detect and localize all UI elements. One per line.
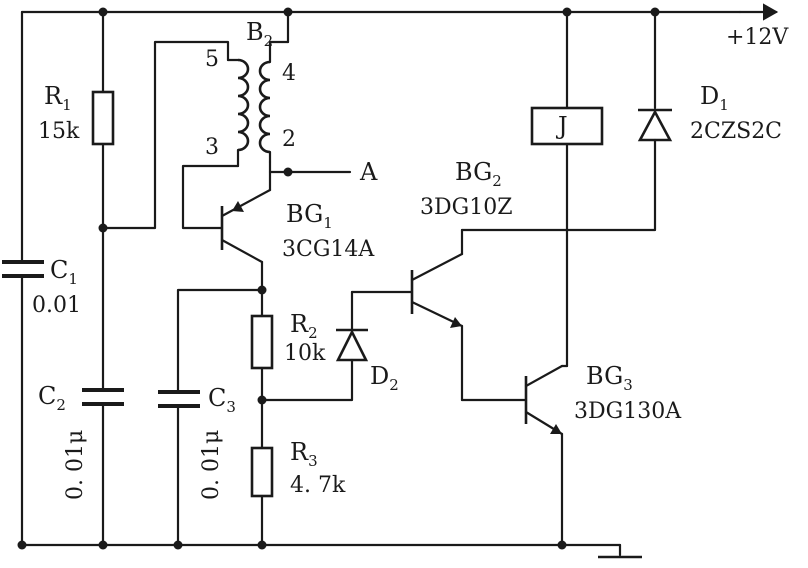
c1-ref: C1	[50, 256, 78, 288]
b2-pin-2: 2	[282, 127, 296, 152]
bg2-ref: BG2	[455, 158, 502, 190]
r2-ref: R2	[290, 310, 318, 342]
wire-d2-anode	[260, 358, 354, 402]
bg2-value: 3DG10Z	[420, 195, 513, 220]
c2-value: 0. 01μ	[63, 430, 88, 500]
capacitor-c2	[82, 226, 124, 547]
d1-value: 2CZS2C	[690, 119, 782, 144]
r2-value: 10k	[284, 341, 326, 366]
d2-ref: D2	[370, 362, 399, 394]
b2-pin-3: 3	[205, 135, 219, 160]
wire-node-a	[268, 160, 352, 174]
r3-value: 4. 7k	[290, 473, 346, 498]
relay-j	[530, 10, 604, 368]
b2-ref: B2	[246, 18, 273, 50]
d1-ref: D1	[700, 82, 729, 114]
junction-dots	[17, 7, 660, 550]
r3-ref: R3	[290, 438, 318, 470]
capacitor-c3	[158, 390, 200, 547]
r1-value: 15k	[38, 119, 80, 144]
wire-c3-top	[176, 288, 264, 394]
ground-symbol-icon	[598, 543, 642, 559]
b2-pin-5: 5	[205, 47, 219, 72]
c1-value: 0.01	[32, 293, 81, 318]
supply-voltage-label: +12V	[726, 25, 789, 50]
b2-pin-4: 4	[282, 61, 296, 86]
c2-ref: C2	[38, 382, 66, 414]
wire-r1-to-pin5	[101, 40, 230, 230]
r1-ref: R1	[44, 82, 72, 114]
bg1-ref: BG1	[286, 200, 333, 232]
diode-d2	[335, 290, 369, 362]
relay-j-label: J	[555, 112, 568, 140]
transistor-bg3	[524, 364, 564, 547]
bg3-value: 3DG130A	[574, 399, 682, 424]
bg3-ref: BG3	[586, 362, 633, 394]
resistor-r1	[91, 10, 115, 230]
capacitor-c1	[2, 10, 44, 547]
wire-bg2-collector	[460, 138, 657, 232]
resistor-r3	[250, 446, 274, 547]
transistor-bg1	[220, 170, 272, 292]
diode-d1	[637, 10, 673, 142]
transformer-b2	[226, 10, 290, 168]
transistor-bg2	[410, 228, 464, 402]
wire-pin3-to-bg1-base	[181, 164, 240, 230]
resistor-r2	[250, 288, 274, 450]
c3-ref: C3	[208, 384, 236, 416]
node-a-label: A	[359, 158, 378, 186]
bg1-value: 3CG14A	[282, 237, 375, 262]
c3-value: 0. 01μ	[199, 430, 224, 500]
